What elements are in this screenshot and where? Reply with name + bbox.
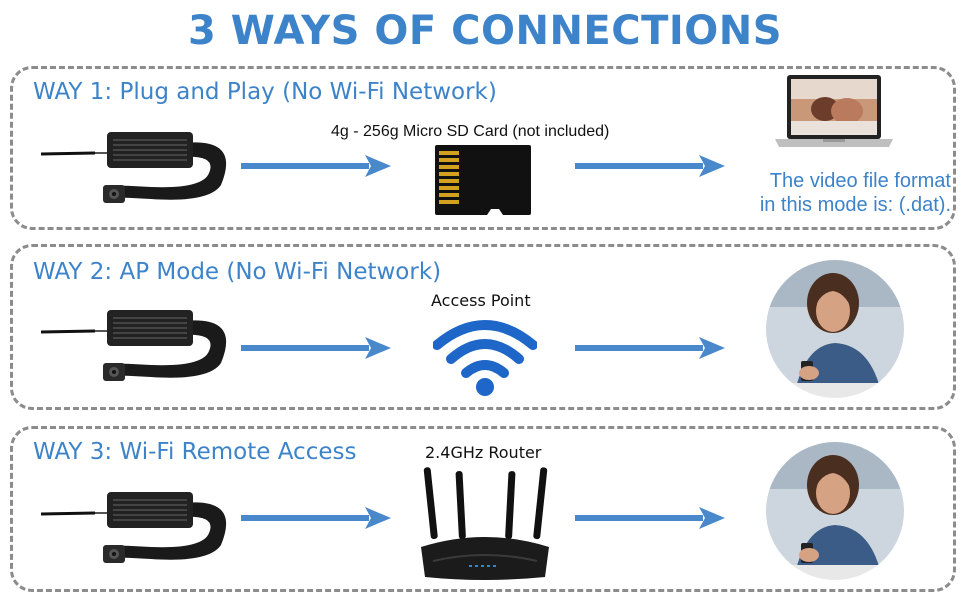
arrow-right-icon: [575, 337, 725, 359]
person-with-phone-photo: [764, 258, 906, 400]
micro-sd-card-icon: [435, 145, 531, 215]
way2-panel: WAY 2: AP Mode (No Wi-Fi Network) Access…: [10, 244, 956, 410]
router-icon: [421, 467, 549, 580]
note-line-2: in this mode is: (.dat).: [759, 194, 951, 216]
router-label: 2.4GHz Router: [425, 443, 542, 462]
file-format-note: The video file format in this mode is: (…: [713, 169, 951, 217]
arrow-right-icon: [241, 337, 391, 359]
way1-panel: WAY 1: Plug and Play (No Wi-Fi Network) …: [10, 66, 956, 230]
camera-device-icon: [33, 305, 233, 391]
arrow-right-icon: [241, 507, 391, 529]
arrow-right-icon: [575, 155, 725, 177]
page-title: 3 WAYS OF CONNECTIONS: [187, 8, 783, 54]
way3-title: WAY 3: Wi-Fi Remote Access: [33, 439, 357, 465]
person-with-phone-photo: [764, 440, 906, 582]
laptop-icon: [775, 75, 893, 147]
way2-title: WAY 2: AP Mode (No Wi-Fi Network): [33, 259, 442, 285]
wifi-icon: [433, 320, 537, 396]
arrow-right-icon: [575, 507, 725, 529]
way1-title: WAY 1: Plug and Play (No Wi-Fi Network): [33, 79, 497, 105]
camera-device-icon: [33, 487, 233, 573]
arrow-right-icon: [241, 155, 391, 177]
camera-device-icon: [33, 127, 233, 213]
sd-card-label: 4g - 256g Micro SD Card (not included): [331, 123, 610, 140]
access-point-label: Access Point: [431, 291, 531, 310]
note-line-1: The video file format: [769, 170, 951, 192]
way3-panel: WAY 3: Wi-Fi Remote Access 2.4GHz Router: [10, 426, 956, 592]
